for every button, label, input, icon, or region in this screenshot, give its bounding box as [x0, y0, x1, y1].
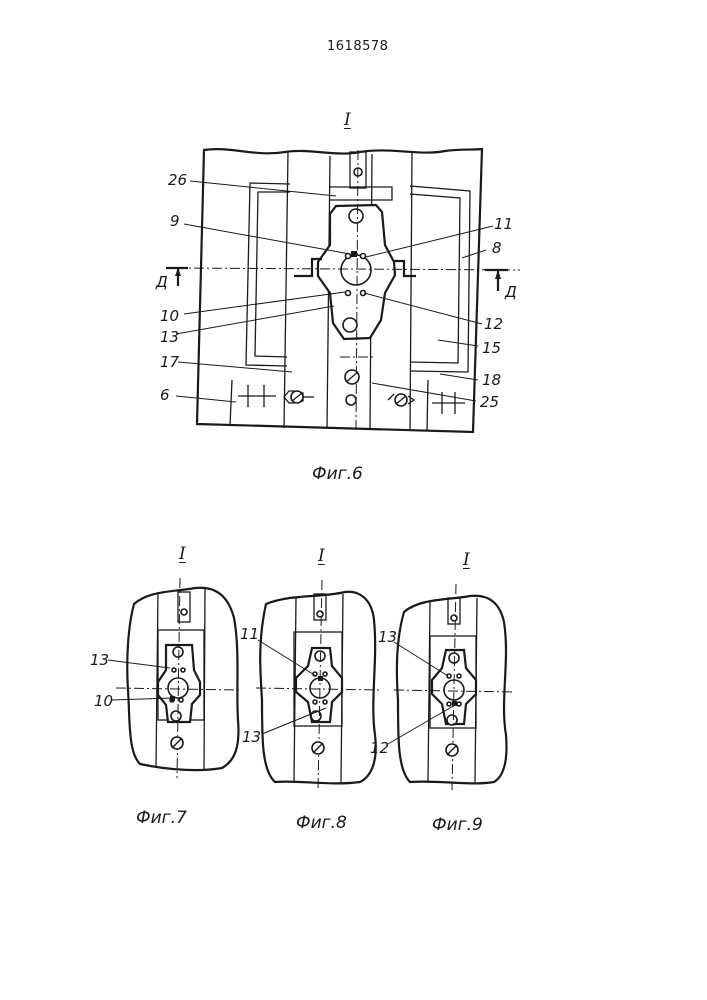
fig6-drawing [166, 149, 520, 432]
fig9-label-13: 13 [378, 630, 397, 645]
fig6-section-mark-left: Д [156, 275, 168, 290]
fig8-section-label: I [318, 548, 325, 565]
fig7-label-13: 13 [90, 653, 109, 668]
fig6-label-10: 10 [160, 309, 179, 324]
fig8-label-11: 11 [240, 627, 259, 642]
fig6-label-17: 17 [160, 355, 179, 370]
fig6-section-label: I [344, 112, 351, 129]
fig6-label-12: 12 [484, 317, 503, 332]
fig6-label-25: 25 [480, 395, 499, 410]
fig9-label-12: 12 [370, 741, 389, 756]
fig9-section-label: I [463, 552, 470, 569]
patent-number: 1618578 [327, 40, 388, 53]
fig8-label-13: 13 [242, 730, 261, 745]
fig7-caption: Фиг.7 [136, 810, 187, 827]
fig7-label-10: 10 [94, 694, 113, 709]
fig6-label-11: 11 [494, 217, 513, 232]
fig6-label-15: 15 [482, 341, 501, 356]
fig6-section-mark-right: Д [505, 285, 517, 300]
fig9-caption: Фиг.9 [432, 817, 483, 834]
fig9-drawing [388, 584, 514, 790]
fig8-caption: Фиг.8 [296, 815, 347, 832]
fig6-label-9: 9 [170, 214, 180, 229]
fig7-section-label: I [179, 546, 186, 563]
fig6-caption: Фиг.6 [312, 466, 363, 483]
fig6-label-18: 18 [482, 373, 501, 388]
fig8-drawing [256, 580, 380, 790]
fig6-label-13: 13 [160, 330, 179, 345]
fig6-label-8: 8 [492, 241, 502, 256]
fig6-label-6: 6 [160, 388, 170, 403]
fig7-drawing [108, 578, 240, 778]
fig6-label-26: 26 [168, 173, 187, 188]
